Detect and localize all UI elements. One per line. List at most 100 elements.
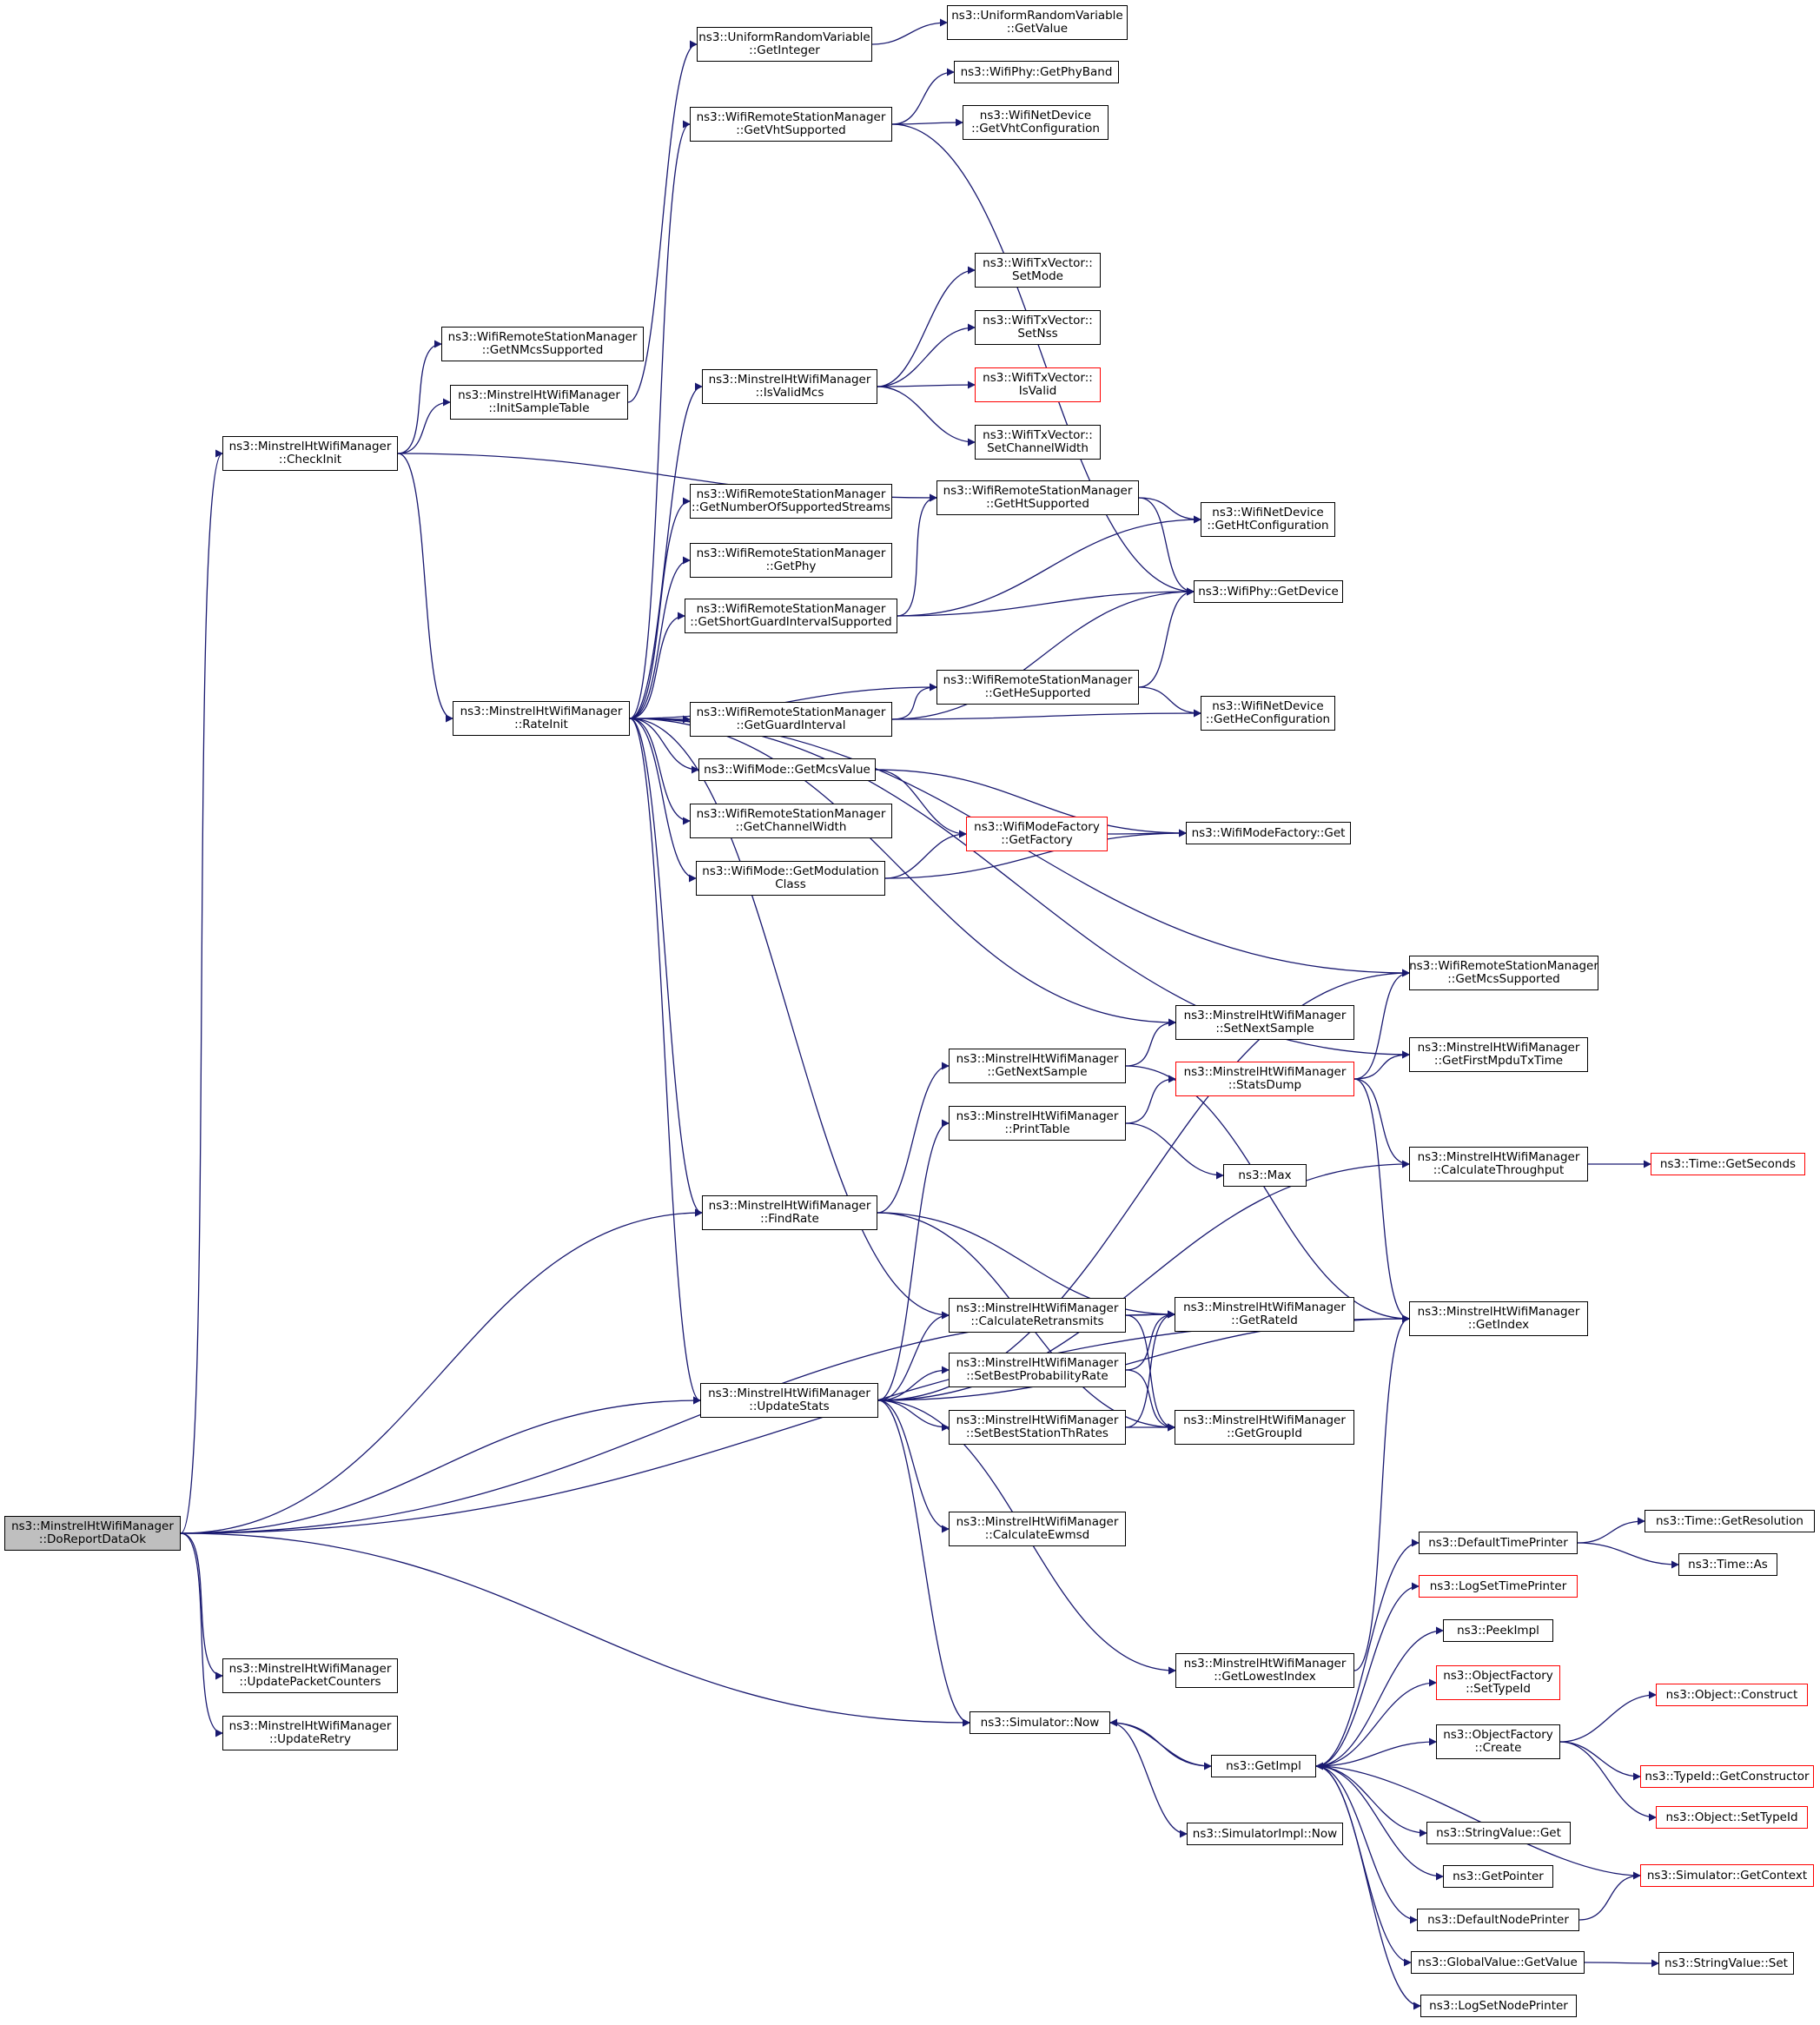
- node-getlowestindex[interactable]: ns3::MinstrelHtWifiManager ::GetLowestIn…: [1175, 1653, 1354, 1688]
- node-setnextsample[interactable]: ns3::MinstrelHtWifiManager ::SetNextSamp…: [1175, 1005, 1354, 1040]
- node-setbestth[interactable]: ns3::MinstrelHtWifiManager ::SetBestStat…: [949, 1410, 1126, 1445]
- edge-ratinit-to-getmcsvalue: [629, 718, 699, 774]
- node-label: ns3::MinstrelHtWifiManager ::StatsDump: [1183, 1065, 1347, 1092]
- node-getnmcs[interactable]: ns3::WifiRemoteStationManager ::GetNMcsS…: [441, 327, 644, 361]
- edge-getsgi-to-getdevice: [897, 587, 1195, 617]
- node-logsettp[interactable]: ns3::LogSetTimePrinter: [1419, 1575, 1578, 1598]
- edge-setbestth-to-getrateid: [1125, 1310, 1175, 1428]
- node-updatepkt[interactable]: ns3::MinstrelHtWifiManager ::UpdatePacke…: [222, 1658, 398, 1693]
- node-getht[interactable]: ns3::WifiRemoteStationManager ::GetHtSup…: [936, 480, 1139, 515]
- node-checkinit[interactable]: ns3::MinstrelHtWifiManager ::CheckInit: [222, 436, 398, 471]
- node-label: ns3::LogSetTimePrinter: [1429, 1578, 1567, 1593]
- node-simimplnow[interactable]: ns3::SimulatorImpl::Now: [1187, 1823, 1343, 1845]
- node-getindex[interactable]: ns3::MinstrelHtWifiManager ::GetIndex: [1409, 1301, 1588, 1336]
- node-getfactory[interactable]: ns3::WifiModeFactory ::GetFactory: [966, 817, 1108, 851]
- edge-updatestats-to-printtable: [877, 1119, 950, 1401]
- node-stringget[interactable]: ns3::StringValue::Get: [1426, 1822, 1571, 1844]
- node-urvgetvalue[interactable]: ns3::UniformRandomVariable ::GetValue: [947, 5, 1128, 40]
- node-setnss[interactable]: ns3::WifiTxVector:: SetNss: [975, 310, 1101, 345]
- node-label: ns3::MinstrelHtWifiManager ::UpdateStats: [708, 1386, 870, 1413]
- node-getvhtconf[interactable]: ns3::WifiNetDevice ::GetVhtConfiguration: [963, 105, 1109, 140]
- node-gethe[interactable]: ns3::WifiRemoteStationManager ::GetHeSup…: [936, 670, 1139, 705]
- node-updatestats[interactable]: ns3::MinstrelHtWifiManager ::UpdateStats: [700, 1383, 878, 1418]
- node-peekimpl[interactable]: ns3::PeekImpl: [1443, 1619, 1553, 1642]
- node-calcretrans[interactable]: ns3::MinstrelHtWifiManager ::CalculateRe…: [949, 1298, 1126, 1333]
- node-setbestprob[interactable]: ns3::MinstrelHtWifiManager ::SetBestProb…: [949, 1353, 1126, 1387]
- node-getgi[interactable]: ns3::WifiRemoteStationManager ::GetGuard…: [690, 702, 892, 737]
- node-getphy[interactable]: ns3::WifiRemoteStationManager ::GetPhy: [690, 543, 892, 578]
- node-timeas[interactable]: ns3::Time::As: [1678, 1553, 1777, 1576]
- node-doreport: ns3::MinstrelHtWifiManager ::DoReportDat…: [4, 1516, 181, 1551]
- node-getresolution[interactable]: ns3::Time::GetResolution: [1645, 1510, 1815, 1532]
- node-getseconds[interactable]: ns3::Time::GetSeconds: [1651, 1153, 1805, 1175]
- node-getmcsvalue[interactable]: ns3::WifiMode::GetMcsValue: [698, 758, 876, 781]
- node-getnextsample[interactable]: ns3::MinstrelHtWifiManager ::GetNextSamp…: [949, 1049, 1126, 1083]
- node-printtable[interactable]: ns3::MinstrelHtWifiManager ::PrintTable: [949, 1106, 1126, 1141]
- node-getnumstreams[interactable]: ns3::WifiRemoteStationManager ::GetNumbe…: [690, 484, 892, 519]
- node-ofsettypeid[interactable]: ns3::ObjectFactory ::SetTypeId: [1436, 1665, 1560, 1700]
- node-getchw[interactable]: ns3::WifiRemoteStationManager ::GetChann…: [690, 804, 892, 838]
- edge-defaultnp-to-getcontext: [1578, 1871, 1641, 1921]
- node-ofcreate[interactable]: ns3::ObjectFactory ::Create: [1436, 1724, 1560, 1759]
- edge-doreport-to-findrate: [180, 1208, 703, 1534]
- node-defaulttp[interactable]: ns3::DefaultTimePrinter: [1419, 1532, 1578, 1554]
- node-logsetnp[interactable]: ns3::LogSetNodePrinter: [1420, 1995, 1577, 2017]
- node-gvgetvalue[interactable]: ns3::GlobalValue::GetValue: [1411, 1951, 1585, 1974]
- node-getgroupid[interactable]: ns3::MinstrelHtWifiManager ::GetGroupId: [1175, 1410, 1354, 1445]
- node-label: ns3::WifiTxVector:: SetNss: [983, 314, 1093, 341]
- node-label: ns3::StringValue::Set: [1664, 1956, 1788, 1970]
- node-getpointer[interactable]: ns3::GetPointer: [1443, 1865, 1553, 1888]
- node-label: ns3::MinstrelHtWifiManager ::SetBestProb…: [956, 1356, 1119, 1383]
- node-getsgi[interactable]: ns3::WifiRemoteStationManager ::GetShort…: [685, 599, 897, 633]
- node-gethtconf[interactable]: ns3::WifiNetDevice ::GetHtConfiguration: [1201, 502, 1335, 537]
- node-objconstruct[interactable]: ns3::Object::Construct: [1656, 1684, 1808, 1706]
- node-label: ns3::WifiNetDevice ::GetHtConfiguration: [1207, 506, 1329, 533]
- node-findrate[interactable]: ns3::MinstrelHtWifiManager ::FindRate: [702, 1195, 877, 1230]
- node-isvalidmcs[interactable]: ns3::MinstrelHtWifiManager ::IsValidMcs: [702, 369, 877, 404]
- node-simnow[interactable]: ns3::Simulator::Now: [970, 1711, 1110, 1734]
- node-getvht[interactable]: ns3::WifiRemoteStationManager ::GetVhtSu…: [690, 107, 892, 142]
- node-label: ns3::PeekImpl: [1457, 1623, 1539, 1638]
- node-updateretry[interactable]: ns3::MinstrelHtWifiManager ::UpdateRetry: [222, 1716, 398, 1750]
- node-objsettypeid[interactable]: ns3::Object::SetTypeId: [1656, 1806, 1808, 1829]
- node-stringset[interactable]: ns3::StringValue::Set: [1658, 1952, 1794, 1975]
- node-factoryget[interactable]: ns3::WifiModeFactory::Get: [1186, 822, 1351, 844]
- node-label: ns3::WifiMode::GetModulation Class: [702, 864, 879, 891]
- node-getphyband[interactable]: ns3::WifiPhy::GetPhyBand: [954, 61, 1119, 83]
- node-label: ns3::WifiNetDevice ::GetHeConfiguration: [1205, 699, 1331, 726]
- node-max[interactable]: ns3::Max: [1223, 1164, 1307, 1187]
- node-ratinit[interactable]: ns3::MinstrelHtWifiManager ::RateInit: [453, 701, 630, 736]
- node-label: ns3::Time::As: [1688, 1557, 1768, 1572]
- node-defaultnp[interactable]: ns3::DefaultNodePrinter: [1417, 1909, 1579, 1931]
- node-label: ns3::WifiRemoteStationManager ::GetVhtSu…: [696, 110, 886, 137]
- node-getheconf[interactable]: ns3::WifiNetDevice ::GetHeConfiguration: [1201, 696, 1335, 731]
- edge-ofcreate-to-objsettypeid: [1559, 1741, 1657, 1822]
- node-statsdump[interactable]: ns3::MinstrelHtWifiManager ::StatsDump: [1175, 1062, 1354, 1096]
- node-getrateid[interactable]: ns3::MinstrelHtWifiManager ::GetRateId: [1175, 1297, 1354, 1332]
- edge-calcretrans-to-getrateid: [1125, 1310, 1175, 1319]
- node-getinteger[interactable]: ns3::UniformRandomVariable ::GetInteger: [697, 27, 872, 62]
- node-isvalid[interactable]: ns3::WifiTxVector:: IsValid: [975, 367, 1101, 402]
- node-getimpl[interactable]: ns3::GetImpl: [1211, 1755, 1316, 1777]
- node-label: ns3::WifiTxVector:: IsValid: [983, 371, 1093, 398]
- node-label: ns3::MinstrelHtWifiManager ::CheckInit: [228, 440, 392, 467]
- node-getcontext[interactable]: ns3::Simulator::GetContext: [1640, 1864, 1814, 1887]
- edge-doreport-to-checkinit: [180, 449, 223, 1534]
- edge-statsdump-to-getindex: [1353, 1078, 1410, 1323]
- edge-getimpl-to-ofsettypeid: [1315, 1678, 1437, 1767]
- node-calcewmsd[interactable]: ns3::MinstrelHtWifiManager ::CalculateEw…: [949, 1512, 1126, 1546]
- node-setmode[interactable]: ns3::WifiTxVector:: SetMode: [975, 253, 1101, 288]
- node-getfirstmpdu[interactable]: ns3::MinstrelHtWifiManager ::GetFirstMpd…: [1409, 1037, 1588, 1072]
- node-getdevice[interactable]: ns3::WifiPhy::GetDevice: [1194, 580, 1343, 603]
- node-getmcssupp[interactable]: ns3::WifiRemoteStationManager ::GetMcsSu…: [1409, 956, 1598, 990]
- node-initsample[interactable]: ns3::MinstrelHtWifiManager ::InitSampleT…: [450, 385, 628, 420]
- edge-setbestprob-to-getgroupid: [1125, 1369, 1175, 1432]
- node-getmodclass[interactable]: ns3::WifiMode::GetModulation Class: [696, 861, 885, 896]
- edge-simnow-to-simimplnow: [1109, 1722, 1188, 1838]
- node-label: ns3::MinstrelHtWifiManager ::GetGroupId: [1183, 1413, 1346, 1440]
- node-setchw[interactable]: ns3::WifiTxVector:: SetChannelWidth: [975, 425, 1101, 460]
- node-getconstructor[interactable]: ns3::TypeId::GetConstructor: [1640, 1765, 1814, 1788]
- node-calcthroughput[interactable]: ns3::MinstrelHtWifiManager ::CalculateTh…: [1409, 1147, 1588, 1181]
- edge-doreport-to-updateretry: [180, 1532, 223, 1737]
